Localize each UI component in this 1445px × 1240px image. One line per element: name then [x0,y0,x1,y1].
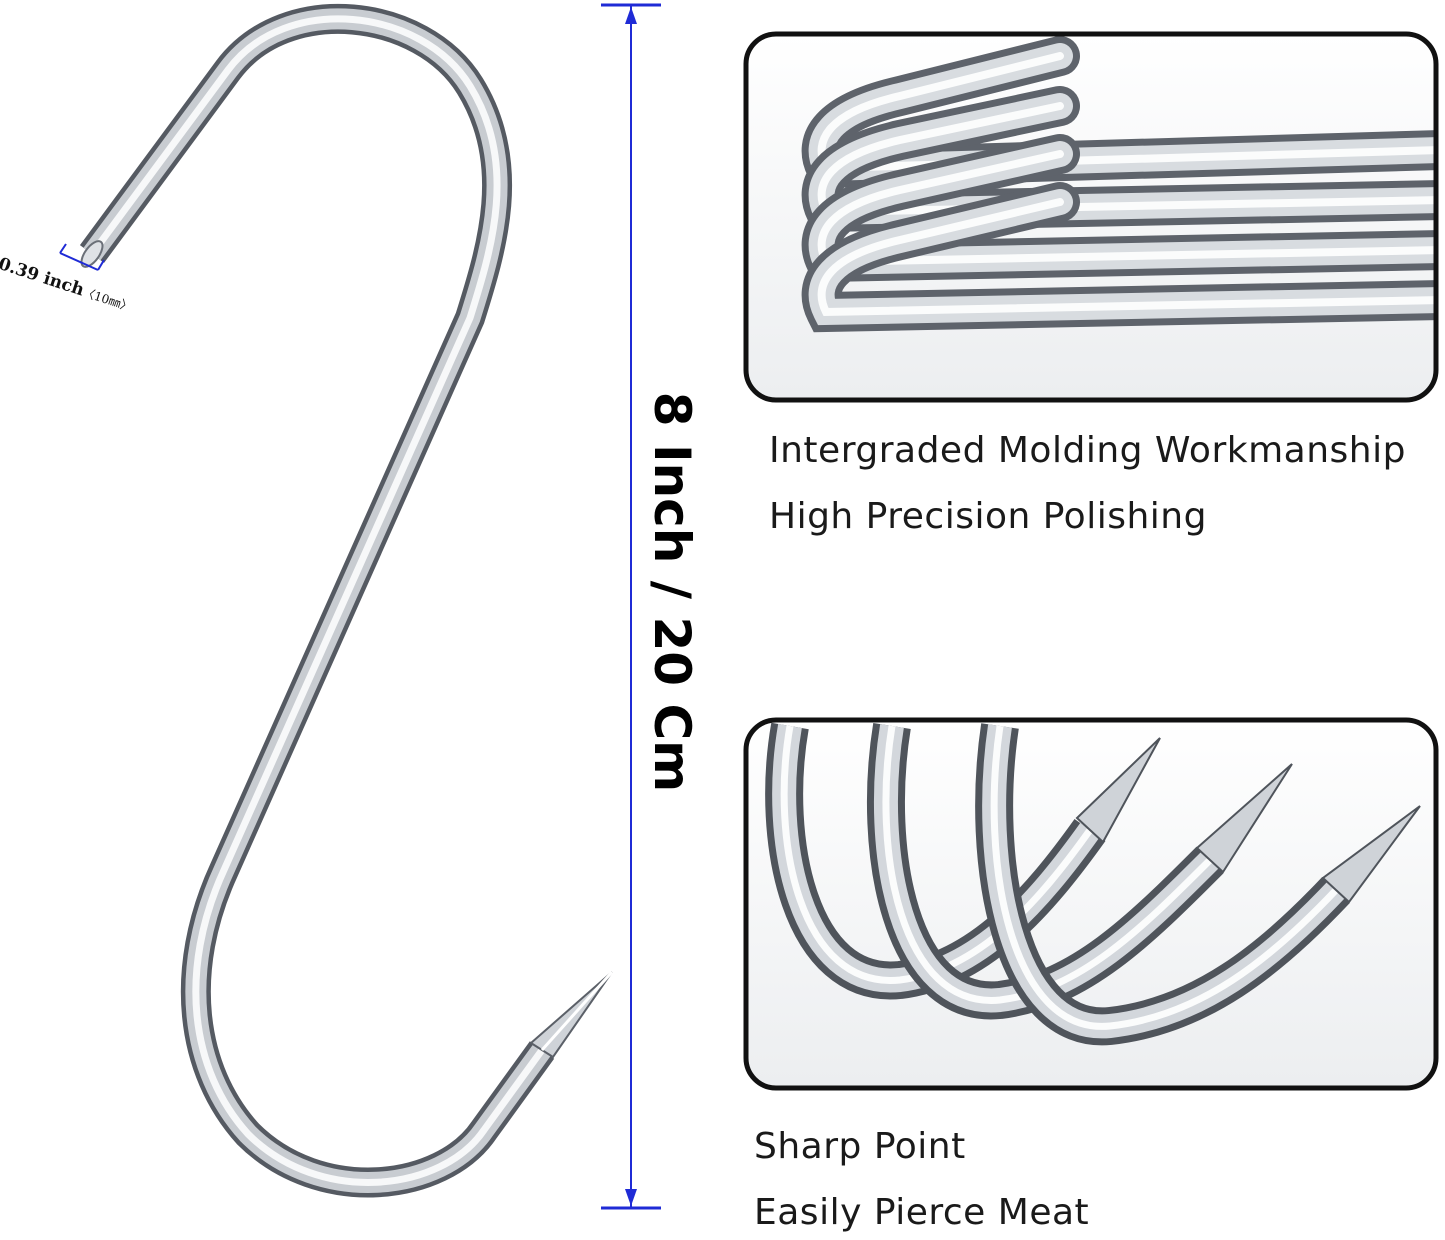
detail-panel-sharp-point [743,717,1439,1091]
s-hook [79,4,555,1198]
length-label: 8 Inch / 20 Cm [643,391,701,793]
caption-molding: Intergraded Molding Workmanship [769,430,1406,471]
length-dimension-line [601,3,661,1210]
hook-tip [529,970,614,1059]
caption-pierce-meat: Easily Pierce Meat [754,1192,1090,1233]
detail-panel-polishing [743,31,1439,403]
wire-diameter-marker [59,243,105,271]
caption-sharp-point: Sharp Point [754,1126,966,1167]
caption-polishing: High Precision Polishing [769,496,1207,537]
